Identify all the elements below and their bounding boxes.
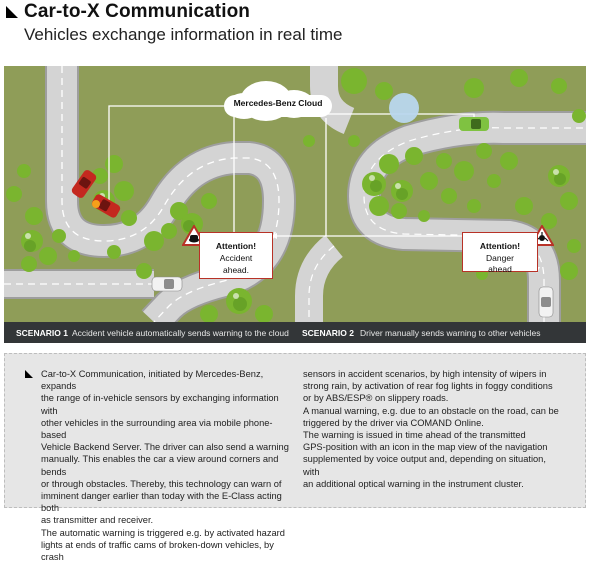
alert-danger-ahead: Attention! Danger ahead <box>462 232 538 274</box>
text-line: or through obstacles. Thereby, this tech… <box>41 478 282 489</box>
header-triangle-icon <box>6 6 18 18</box>
description-column-1: Car-to-X Communication, initiated by Mer… <box>41 368 293 563</box>
illustration: Mercedes-Benz Cloud Attention! Accident … <box>4 66 586 322</box>
text-line: The warning is issued in time ahead of t… <box>303 430 526 441</box>
scenario-2-text: Driver manually sends warning to other v… <box>360 328 541 338</box>
alert-line2: ahead. <box>223 265 249 275</box>
text-line: sensors in accident scenarios, by high i… <box>303 369 547 379</box>
scenario-1-tag: SCENARIO 1 <box>16 328 68 338</box>
alert-line2: ahead <box>488 264 512 274</box>
alert-title: Attention! <box>215 241 257 251</box>
alert-accident-ahead: Attention! Accident ahead. <box>199 232 273 279</box>
text-line: Vehicle Backend Server. The driver can a… <box>41 442 289 453</box>
text-line: other vehicles in the surrounding area v… <box>41 417 273 441</box>
bullet-triangle-icon <box>25 370 33 378</box>
text-line: or by ABS/ESP® on slippery roads. <box>303 393 449 404</box>
alert-line1: Accident <box>219 253 253 263</box>
description-box: Car-to-X Communication, initiated by Mer… <box>4 353 586 562</box>
page-title: Car-to-X Communication <box>24 1 250 22</box>
description-column-2: sensors in accident scenarios, by high i… <box>303 368 565 490</box>
text-line: A manual warning, e.g. due to an obstacl… <box>303 405 559 416</box>
text-line: an additional optical warning in the ins… <box>303 478 524 489</box>
text-line: strong rain, by activation of rear fog l… <box>303 381 553 392</box>
text-line: lights at ends of traffic cams of broken… <box>41 539 274 563</box>
text-line: GPS-position with an icon in the map vie… <box>303 442 548 453</box>
alert-line1: Danger <box>486 253 514 263</box>
text-line: triggered by the driver via COMAND Onlin… <box>303 417 484 428</box>
page-subtitle: Vehicles exchange information in real ti… <box>24 25 343 44</box>
text-line: as transmitter and receiver. <box>41 515 154 526</box>
text-line: The automatic warning is triggered e.g. … <box>41 527 285 538</box>
text-line: Car-to-X Communication, initiated by Mer… <box>41 369 264 392</box>
cloud-label: Mercedes-Benz Cloud <box>233 98 323 108</box>
scenario-2-tag: SCENARIO 2 <box>302 328 354 338</box>
text-line: manually. This enables the car a view ar… <box>41 454 279 477</box>
scenario-bar: SCENARIO 1 Accident vehicle automaticall… <box>4 322 586 343</box>
text-line: supplemented by voice output and, depend… <box>303 454 546 477</box>
text-line: imminent danger earlier than today with … <box>41 491 282 514</box>
alert-title: Attention! <box>479 241 521 251</box>
scenario-1-text: Accident vehicle automatically sends war… <box>72 328 289 338</box>
text-line: the range of in-vehicle sensors by excha… <box>41 393 279 416</box>
